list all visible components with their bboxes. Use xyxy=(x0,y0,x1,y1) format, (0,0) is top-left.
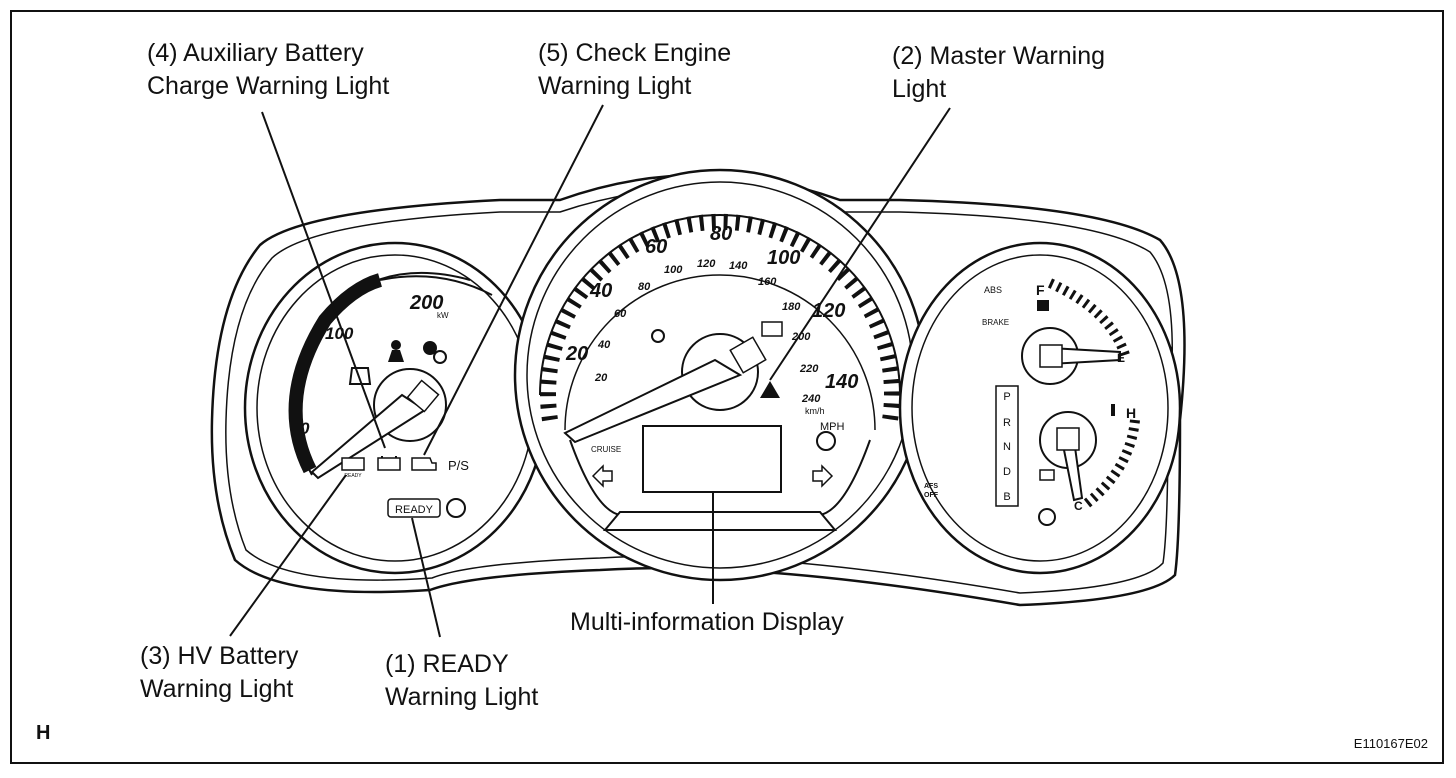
lower-bezel xyxy=(602,511,838,531)
temp-scale-arc xyxy=(1081,419,1140,509)
kmh-unit: km/h xyxy=(805,406,825,416)
leader-lines xyxy=(229,104,951,638)
kmh-180: 180 xyxy=(782,301,801,313)
mph-80: 80 xyxy=(710,223,732,245)
gear-r: R xyxy=(1003,417,1011,429)
figure-id: E110167E02 xyxy=(1353,736,1428,751)
mph-140: 140 xyxy=(825,371,858,393)
power-scale-200: 200 xyxy=(409,292,443,314)
hv-battery-warning-icon: READY xyxy=(341,457,365,479)
svg-text:!: ! xyxy=(769,388,772,399)
cruise-label: CRUISE xyxy=(591,445,621,454)
kmh-120: 120 xyxy=(697,258,716,270)
mph-40: 40 xyxy=(589,280,612,302)
mph-120: 120 xyxy=(812,300,845,322)
gear-p: P xyxy=(1003,391,1010,403)
multi-information-display xyxy=(642,425,782,493)
gear-d: D xyxy=(1003,466,1011,478)
power-scale-arc xyxy=(288,273,383,474)
temp-hot-label: H xyxy=(1126,405,1136,421)
power-unit: kW xyxy=(437,311,449,320)
kmh-40: 40 xyxy=(597,339,611,351)
ready-indicator-box xyxy=(387,498,441,518)
door-open-warning-icon xyxy=(348,367,372,385)
leader-hv-battery xyxy=(229,474,347,637)
gear-n: N xyxy=(1003,441,1011,453)
cruise-indicator-lamp xyxy=(816,431,836,451)
temp-cold-label: C xyxy=(1074,499,1083,513)
brake-warning-label: BRAKE xyxy=(982,318,1009,327)
ps-warning-label: P/S xyxy=(448,458,469,473)
kmh-240: 240 xyxy=(801,393,821,405)
leader-aux-battery xyxy=(261,111,386,449)
ready-indicator-lamp xyxy=(446,498,466,518)
leader-check-engine xyxy=(423,104,604,456)
mph-60: 60 xyxy=(645,236,667,258)
seatbelt-warning-icon xyxy=(388,340,404,362)
master-warning-icon: ! xyxy=(760,381,780,399)
mph-unit: MPH xyxy=(820,421,845,433)
left-turn-signal-icon xyxy=(591,464,613,488)
gear-b: B xyxy=(1003,491,1010,503)
check-engine-warning-icon xyxy=(411,457,437,471)
aux-battery-warning-icon xyxy=(377,456,401,471)
kmh-140: 140 xyxy=(729,260,748,272)
leader-master-warning xyxy=(769,107,951,381)
callout-aux-battery-charge-warning: (4) Auxiliary Battery Charge Warning Lig… xyxy=(147,39,390,100)
kmh-60: 60 xyxy=(614,308,627,320)
fuel-empty-label: E xyxy=(1117,351,1125,365)
traction-control-icon xyxy=(1039,469,1055,481)
abs-warning-label: ABS xyxy=(984,285,1002,295)
mph-20: 20 xyxy=(565,343,588,365)
coolant-temp-icon xyxy=(1111,404,1115,416)
callout-multi-information-display: Multi-information Display xyxy=(570,608,844,636)
parking-brake-icon xyxy=(1038,508,1056,526)
shift-position-indicator: P R N D B xyxy=(995,385,1019,507)
headlight-indicator-icon xyxy=(761,321,783,337)
fuel-scale-arc xyxy=(1047,278,1130,357)
power-scale-0: 0 xyxy=(300,419,310,438)
callout-check-engine-warning: (5) Check Engine Warning Light xyxy=(538,39,732,100)
callout-master-warning: (2) Master Warning Light xyxy=(892,42,1106,103)
speedometer: ! CRUISE MPH km/h 20 40 60 80 100 120 14… xyxy=(513,168,927,582)
indicator-light-icon xyxy=(651,329,665,343)
power-scale-100: 100 xyxy=(325,324,354,343)
figure-frame xyxy=(10,10,1444,764)
kmh-100: 100 xyxy=(664,264,683,276)
mph-100: 100 xyxy=(767,247,800,269)
fuel-full-label: F xyxy=(1036,282,1045,298)
kmh-20: 20 xyxy=(594,372,608,384)
kmh-220: 220 xyxy=(799,363,819,375)
corner-label: H xyxy=(36,722,51,744)
speedometer-needle xyxy=(563,358,743,444)
fuel-pump-icon xyxy=(1037,300,1049,311)
leader-ready xyxy=(411,517,441,638)
callout-ready-warning: (1) READY Warning Light xyxy=(385,650,539,711)
airbag-warning-icon xyxy=(423,341,447,364)
left-power-gauge: READY 0 100 200 kW P/S READY xyxy=(243,241,547,575)
ready-indicator-text: READY xyxy=(395,504,434,516)
kmh-160: 160 xyxy=(758,276,777,288)
kmh-80: 80 xyxy=(638,281,651,293)
svg-text:READY: READY xyxy=(344,473,362,479)
callout-hv-battery-warning: (3) HV Battery Warning Light xyxy=(140,642,299,703)
right-turn-signal-icon xyxy=(812,464,834,488)
